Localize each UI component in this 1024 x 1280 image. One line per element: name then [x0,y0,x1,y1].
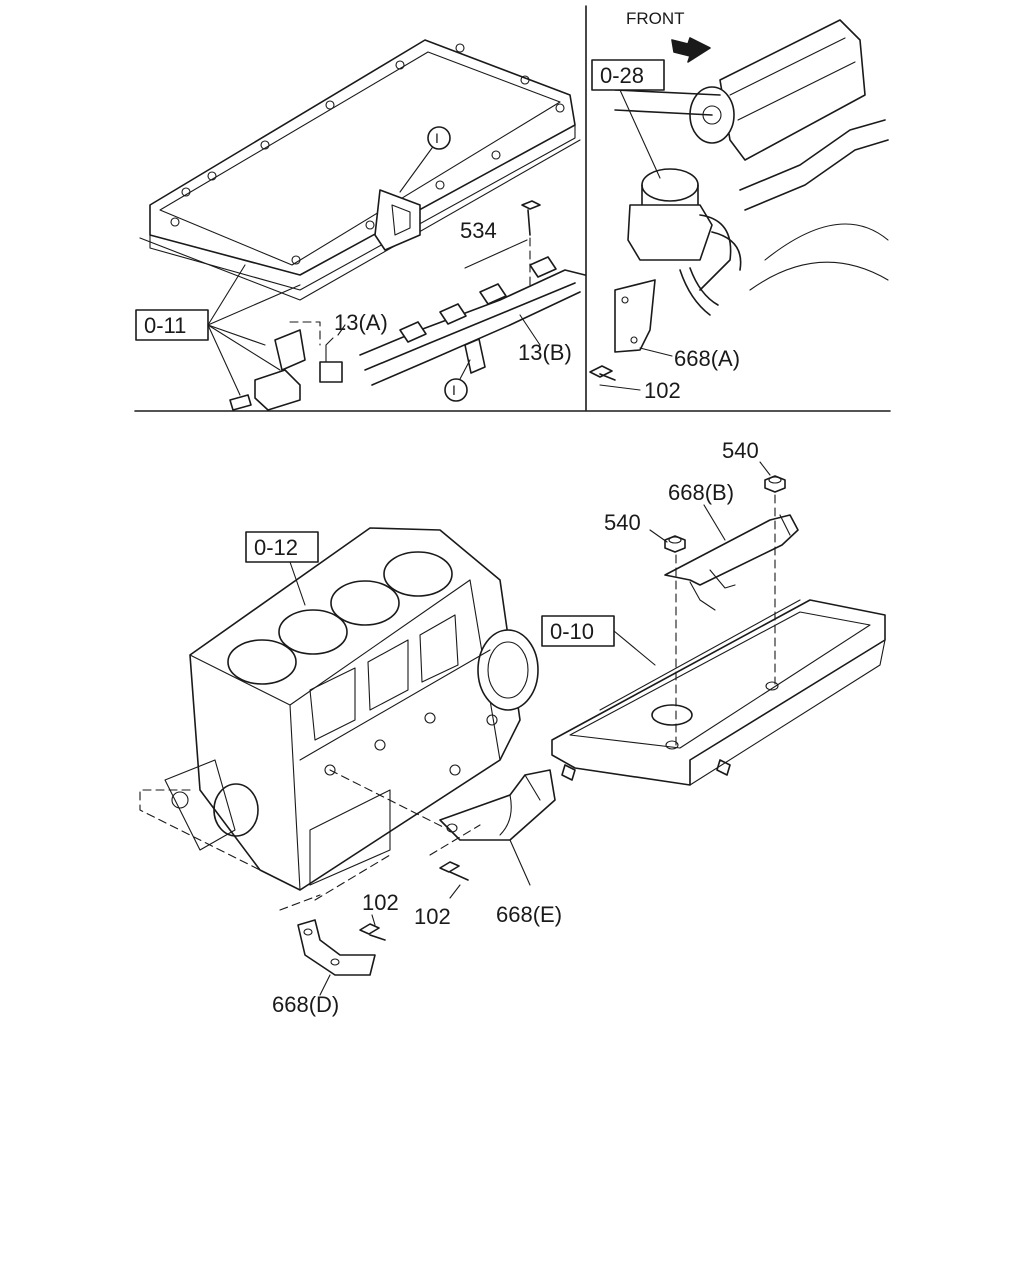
part-540-left-label: 540 [604,510,641,535]
part-668e-label: 668(E) [496,902,562,927]
callout-i-top: I [399,126,451,193]
callout-i-bottom: I [444,359,471,402]
part-102-low-label: 102 [414,904,451,929]
part-534-label: 534 [460,218,497,243]
callout-i-bottom-label: I [452,382,456,398]
cylinder-block-drawing [139,527,539,891]
front-label: FRONT [626,9,685,28]
part-540-top-label: 540 [722,438,759,463]
bracket-668b-drawing [649,461,799,746]
ref-box-0-10: 0-10 [541,615,656,666]
wiring-harness-drawing [229,200,586,411]
cylinder-head-cover-drawing [139,39,581,301]
part-668a-label: 668(A) [674,346,740,371]
oil-pan-drawing [551,599,886,786]
ref-0-11-label: 0-11 [144,313,186,338]
part-13a-label: 13(A) [334,310,388,335]
bracket-668d-drawing [279,854,391,996]
part-102-top-label: 102 [644,378,681,403]
callout-i-top-label: I [435,130,439,146]
ref-0-28-label: 0-28 [600,63,644,88]
ref-0-10-label: 0-10 [550,619,594,644]
ref-box-0-11: 0-11 [135,264,301,396]
part-668d-label: 668(D) [272,992,339,1017]
bracket-668e-drawing [329,769,556,886]
front-direction-indicator: FRONT [626,9,711,63]
part-102-mid-label: 102 [362,890,399,915]
ref-0-12-label: 0-12 [254,535,298,560]
bolt-102-mid-drawing [429,824,481,899]
breather-separator-drawing [589,168,742,391]
panel-dividers [134,5,891,412]
intake-manifold-drawing [614,19,889,291]
ref-box-0-28: 0-28 [591,59,665,179]
part-13b-label: 13(B) [518,340,572,365]
ref-box-0-12: 0-12 [245,531,319,606]
part-668b-label: 668(B) [668,480,734,505]
